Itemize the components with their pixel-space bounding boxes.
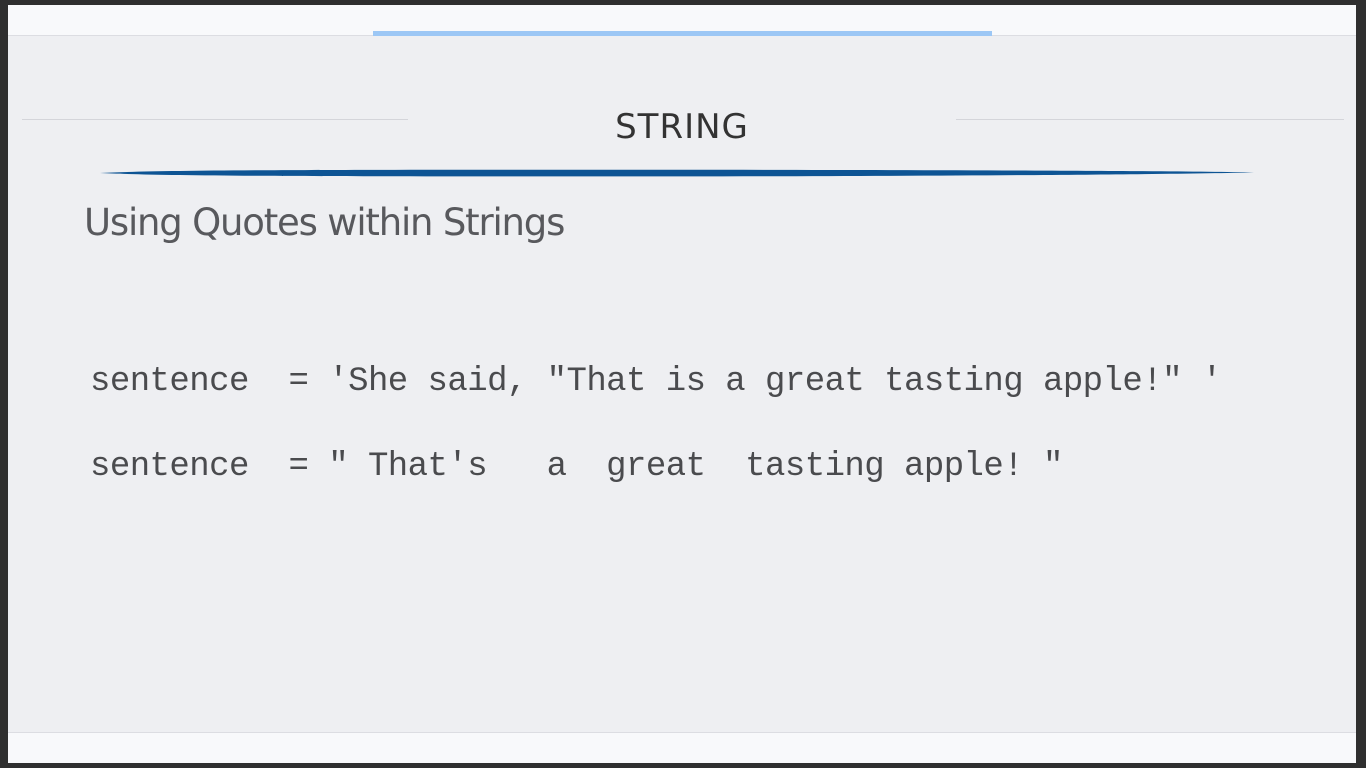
- slide-subtitle: Using Quotes within Strings: [84, 201, 565, 244]
- brush-stroke-divider: [100, 169, 1254, 177]
- presentation-slide: STRING Using Quotes within Strings sente…: [8, 5, 1356, 763]
- code-line: sentence = 'She said, "That is a great t…: [90, 363, 1222, 401]
- slide-title: STRING: [615, 107, 749, 147]
- slide-progress-indicator: [373, 31, 992, 36]
- title-divider-left: [22, 119, 408, 120]
- bottom-toolbar: [8, 732, 1356, 763]
- code-line: sentence = " That's a great tasting appl…: [90, 448, 1063, 486]
- title-divider-right: [956, 119, 1344, 120]
